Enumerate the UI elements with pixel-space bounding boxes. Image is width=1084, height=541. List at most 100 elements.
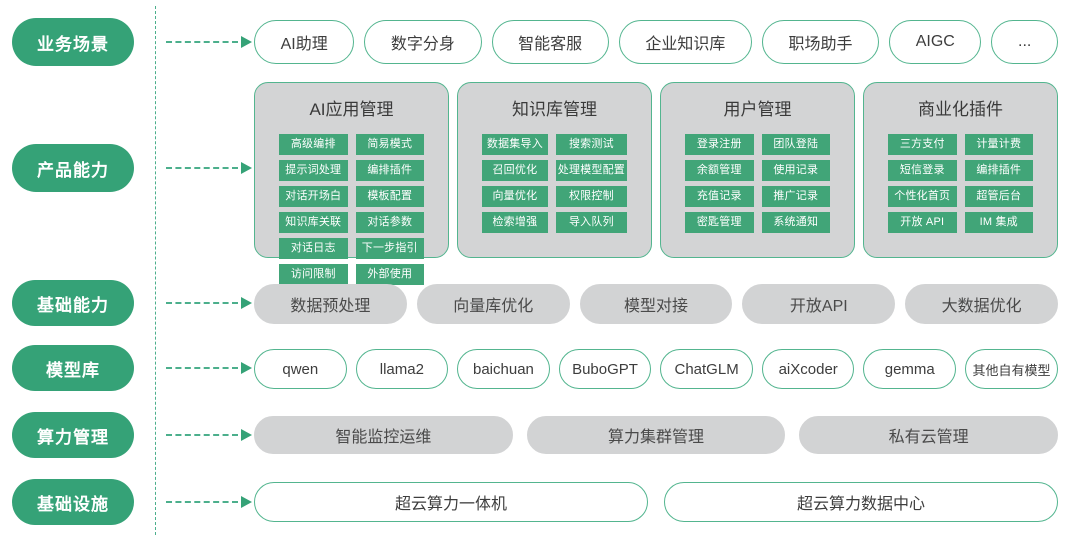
- capability-tag[interactable]: 编排插件: [964, 160, 1033, 181]
- capability-tag[interactable]: 处理模型配置: [555, 160, 627, 181]
- capability-tag[interactable]: 对话日志: [279, 238, 348, 259]
- capability-tag-grid: 三方支付计量计费短信登录编排插件个性化首页超管后台开放 API IM 集成: [874, 134, 1047, 233]
- capability-tag[interactable]: 数据集导入: [482, 134, 548, 155]
- capability-tag[interactable]: 访问限制: [279, 264, 348, 285]
- capability-tag[interactable]: 超管后台: [964, 186, 1033, 207]
- capability-card[interactable]: 商业化插件三方支付计量计费短信登录编排插件个性化首页超管后台开放 API IM 集…: [863, 82, 1058, 258]
- scenario-pill[interactable]: AIGC: [889, 20, 982, 64]
- capability-tag[interactable]: 下一步指引: [355, 238, 424, 259]
- capability-tag[interactable]: 密匙管理: [685, 212, 754, 233]
- model-pill[interactable]: llama2: [355, 349, 449, 389]
- arrow-head-icon: [241, 36, 252, 48]
- capability-tag[interactable]: 编排插件: [355, 160, 424, 181]
- foundation-capability-pill[interactable]: 数据预处理: [254, 284, 407, 324]
- capability-tag[interactable]: 高级编排: [279, 134, 348, 155]
- capability-tag[interactable]: 团队登陆: [761, 134, 830, 155]
- model-pill[interactable]: aiXcoder: [761, 349, 855, 389]
- capability-card-title: 用户管理: [723, 100, 792, 119]
- compute-management-pill[interactable]: 算力集群管理: [526, 416, 786, 454]
- capability-tag[interactable]: 余额管理: [685, 160, 754, 181]
- capability-tag[interactable]: 模板配置: [355, 186, 424, 207]
- model-pill[interactable]: BuboGPT: [558, 349, 652, 389]
- capability-tag[interactable]: 短信登录: [888, 160, 957, 181]
- capability-tag[interactable]: 知识库关联: [279, 212, 348, 233]
- capability-card[interactable]: 知识库管理数据集导入搜索测试召回优化处理模型配置向量优化权限控制检索增强导入队列: [457, 82, 652, 258]
- capability-tag[interactable]: IM 集成: [964, 212, 1033, 233]
- stage-label-product-capability[interactable]: 产品能力: [12, 144, 134, 192]
- capability-tag[interactable]: 计量计费: [964, 134, 1033, 155]
- capability-tag[interactable]: 搜索测试: [555, 134, 627, 155]
- connector-shaft: [166, 367, 238, 369]
- stage-label-business-scenario[interactable]: 业务场景: [12, 18, 134, 66]
- capability-tag[interactable]: 推广记录: [761, 186, 830, 207]
- capability-card-title: 商业化插件: [918, 100, 1003, 119]
- connector-arrow-1: [166, 36, 252, 48]
- stage-label-foundation-capability[interactable]: 基础能力: [12, 280, 134, 326]
- arrow-head-icon: [241, 429, 252, 441]
- arrow-head-icon: [241, 162, 252, 174]
- capability-tag[interactable]: 召回优化: [482, 160, 548, 181]
- infrastructure-pill[interactable]: 超云算力数据中心: [664, 482, 1058, 522]
- connector-shaft: [166, 501, 238, 503]
- capability-tag[interactable]: 提示词处理: [279, 160, 348, 181]
- capability-tag[interactable]: 简易模式: [355, 134, 424, 155]
- stage-label-column: 业务场景产品能力基础能力模型库算力管理基础设施: [0, 0, 150, 541]
- capability-tag[interactable]: 三方支付: [888, 134, 957, 155]
- connector-shaft: [166, 302, 238, 304]
- model-pill[interactable]: 其他自有模型: [965, 349, 1059, 389]
- capability-tag[interactable]: 向量优化: [482, 186, 548, 207]
- capability-tag[interactable]: 导入队列: [555, 212, 627, 233]
- connector-arrow-3: [166, 297, 252, 309]
- stage-label-infrastructure[interactable]: 基础设施: [12, 479, 134, 525]
- scenario-pill[interactable]: 职场助手: [761, 20, 880, 64]
- capability-tag[interactable]: 充值记录: [685, 186, 754, 207]
- product-capability-row: AI应用管理高级编排简易模式提示词处理编排插件对话开场白模板配置知识库关联对话参…: [254, 82, 1058, 285]
- connector-arrow-5: [166, 429, 252, 441]
- capability-tag[interactable]: 对话参数: [355, 212, 424, 233]
- capability-card[interactable]: AI应用管理高级编排简易模式提示词处理编排插件对话开场白模板配置知识库关联对话参…: [254, 82, 449, 285]
- capability-card[interactable]: 用户管理登录注册团队登陆余额管理使用记录充值记录推广记录密匙管理系统通知: [660, 82, 855, 258]
- capability-tag[interactable]: 开放 API: [888, 212, 957, 233]
- foundation-capability-pill[interactable]: 向量库优化: [416, 284, 570, 324]
- model-pill[interactable]: baichuan: [457, 349, 550, 389]
- capability-card-title: AI应用管理: [309, 100, 394, 119]
- capability-tag[interactable]: 使用记录: [761, 160, 830, 181]
- scenario-pill[interactable]: ...: [991, 20, 1058, 64]
- scenario-pill[interactable]: 智能客服: [491, 20, 609, 64]
- arrow-head-icon: [241, 297, 252, 309]
- foundation-capability-pill[interactable]: 大数据优化: [905, 284, 1058, 324]
- model-pill[interactable]: ChatGLM: [660, 349, 753, 389]
- stage-label-model-library[interactable]: 模型库: [12, 345, 134, 391]
- compute-management-pill[interactable]: 私有云管理: [799, 416, 1059, 454]
- connector-arrow-6: [166, 496, 252, 508]
- compute-management-row: 智能监控运维算力集群管理私有云管理: [254, 416, 1059, 454]
- scenario-pill[interactable]: 企业知识库: [618, 20, 752, 64]
- capability-tag-grid: 高级编排简易模式提示词处理编排插件对话开场白模板配置知识库关联对话参数对话日志下…: [265, 134, 438, 285]
- capability-tag[interactable]: 系统通知: [761, 212, 830, 233]
- capability-tag[interactable]: 对话开场白: [279, 186, 348, 207]
- scenario-pill[interactable]: AI助理: [254, 20, 355, 64]
- vertical-dashed-spine: [155, 6, 156, 535]
- capability-card-title: 知识库管理: [512, 100, 597, 119]
- capability-tag[interactable]: 外部使用: [355, 264, 424, 285]
- connector-shaft: [166, 434, 238, 436]
- infrastructure-pill[interactable]: 超云算力一体机: [254, 482, 648, 522]
- capability-tag[interactable]: 个性化首页: [888, 186, 957, 207]
- arrow-head-icon: [241, 496, 252, 508]
- arrow-head-icon: [241, 362, 252, 374]
- model-pill[interactable]: gemma: [863, 349, 957, 389]
- capability-tag[interactable]: 权限控制: [555, 186, 627, 207]
- capability-tag[interactable]: 检索增强: [482, 212, 548, 233]
- capability-tag[interactable]: 登录注册: [685, 134, 754, 155]
- foundation-capability-pill[interactable]: 开放API: [742, 284, 896, 324]
- connector-shaft: [166, 167, 238, 169]
- scenario-pill[interactable]: 数字分身: [364, 20, 482, 64]
- infrastructure-row: 超云算力一体机超云算力数据中心: [254, 482, 1058, 522]
- compute-management-pill[interactable]: 智能监控运维: [254, 416, 513, 454]
- model-pill[interactable]: qwen: [254, 349, 347, 389]
- foundation-capability-pill[interactable]: 模型对接: [579, 284, 733, 324]
- stage-label-compute-management[interactable]: 算力管理: [12, 412, 134, 458]
